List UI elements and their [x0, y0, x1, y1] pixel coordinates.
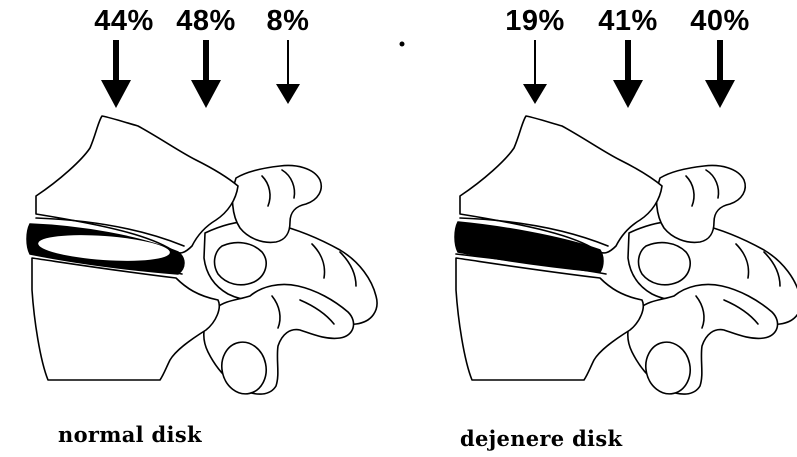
arrow-icon-posterior-degenerate — [705, 40, 735, 108]
arrow-icon-middle-normal — [191, 40, 221, 108]
caption-normal-disk: normal disk — [58, 422, 202, 447]
arrow-icon-middle-degenerate — [613, 40, 643, 108]
caption-degenerate-disk: dejenere disk — [460, 426, 622, 451]
arrow-icon-posterior-normal — [276, 40, 300, 104]
arrow-icon-anterior-degenerate — [523, 40, 547, 104]
dot-mark — [400, 42, 405, 47]
arrow-icon-anterior-normal — [101, 40, 131, 108]
